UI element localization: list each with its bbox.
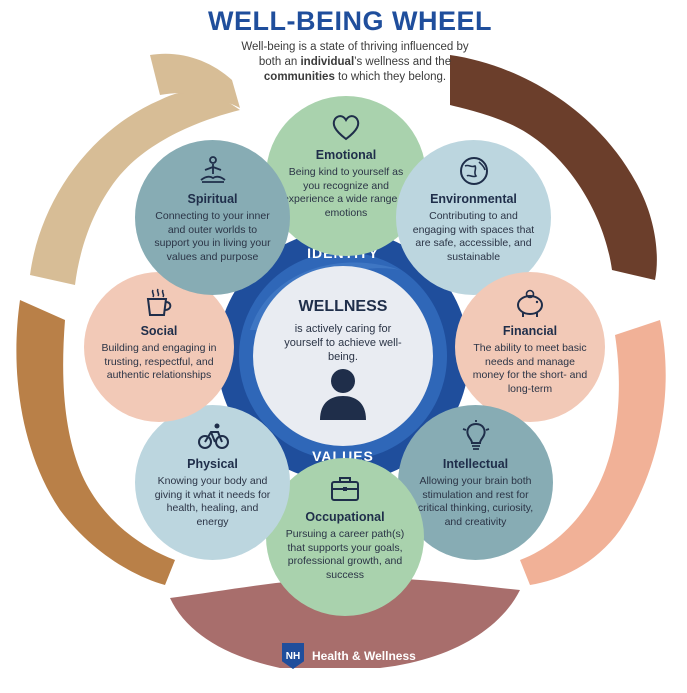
person-icon — [320, 369, 366, 420]
meditation-icon — [196, 154, 230, 188]
dimension-description: Knowing your body and giving it what it … — [154, 475, 271, 528]
hand-top-right — [450, 55, 657, 280]
hand-right — [520, 320, 666, 585]
dimension-title: Intellectual — [442, 457, 509, 471]
dimension-title: Spiritual — [187, 192, 238, 206]
coffee-cup-icon — [142, 286, 176, 320]
briefcase-icon — [328, 472, 362, 506]
dimension-description: Contributing to and engaging with spaces… — [412, 210, 535, 263]
heart-icon — [329, 110, 363, 144]
globe-icon — [457, 154, 491, 188]
page-subtitle: Well-being is a state of thriving influe… — [241, 41, 469, 83]
footer-brand: NH Health & Wellness — [282, 643, 416, 669]
dimension-description: Pursuing a career path(s) that supports … — [285, 528, 405, 581]
dimension-title: Emotional — [315, 148, 377, 162]
dimension-title: Occupational — [305, 510, 385, 524]
dimension-title: Environmental — [430, 192, 517, 206]
lightbulb-icon — [459, 419, 493, 453]
dimension-title: Physical — [187, 457, 238, 471]
dimension-title: Financial — [502, 324, 558, 338]
wellness-title: WELLNESS — [298, 298, 388, 315]
dimension-description: Allowing your brain both stimulation and… — [417, 475, 534, 528]
dimension-title: Social — [140, 324, 178, 338]
page-title: WELL-BEING WHEEL — [208, 6, 492, 36]
dimension-description: Being kind to yourself as you recognize … — [282, 166, 410, 219]
hand-top-left — [30, 90, 240, 285]
wellness-description: is actively caring for yourself to achie… — [284, 323, 402, 363]
dimension-description: The ability to meet basic needs and mana… — [472, 342, 588, 395]
footer-label: Health & Wellness — [312, 649, 416, 663]
inner-disc — [253, 266, 433, 446]
hand-left — [16, 300, 175, 585]
unh-logo: NH — [282, 643, 304, 669]
dimension-description: Connecting to your inner and outer world… — [154, 210, 271, 263]
piggy-bank-icon — [513, 286, 547, 320]
bicycle-icon — [196, 419, 230, 453]
dimension-description: Building and engaging in trusting, respe… — [101, 342, 217, 381]
hand-bottom — [170, 577, 520, 668]
hand-top-left-thumb — [150, 53, 240, 108]
